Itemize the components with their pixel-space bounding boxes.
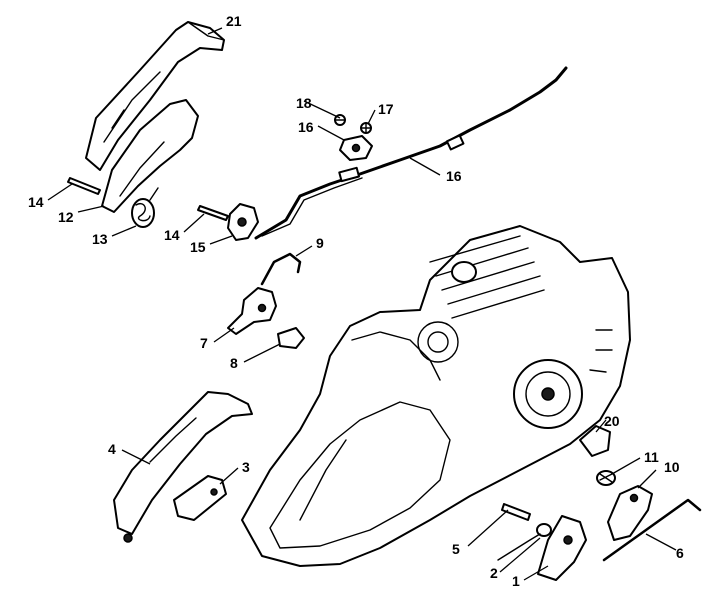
callout-7: 7 xyxy=(200,335,208,351)
callout-1: 1 xyxy=(512,573,520,589)
part-21-handle-upper xyxy=(85,21,225,171)
callout-4: 4 xyxy=(108,441,116,457)
part-16-throttle-cable xyxy=(254,66,568,240)
part-17-cable-bracket xyxy=(339,135,373,161)
part-13-spring xyxy=(131,187,159,228)
callout-labels: 21 18 17 16 16 14 12 13 14 15 9 7 8 4 3 … xyxy=(28,13,684,589)
callout-2: 2 xyxy=(490,565,498,581)
callout-14-left: 14 xyxy=(28,194,44,210)
part-20-buffer xyxy=(579,425,611,457)
part-3-bracket xyxy=(173,475,227,521)
part-14-pin-left xyxy=(67,177,101,195)
callout-17: 16 xyxy=(298,119,314,135)
part-5-pin xyxy=(501,503,531,521)
callout-16: 16 xyxy=(446,168,462,184)
part-7-throttle-trigger xyxy=(227,287,277,335)
part-12-handle-cover xyxy=(101,99,199,213)
callout-15: 15 xyxy=(190,239,206,255)
callout-12: 12 xyxy=(58,209,74,225)
callout-20: 20 xyxy=(604,413,620,429)
part-9-wire-rod xyxy=(260,252,302,286)
callout-21: 21 xyxy=(226,13,242,29)
callout-18: 17 xyxy=(378,101,394,117)
part-6-rod xyxy=(602,498,702,562)
callout-14-right: 14 xyxy=(164,227,180,243)
main-housing xyxy=(241,225,631,567)
callout-19: 18 xyxy=(296,95,312,111)
part-15-interlock-lever xyxy=(227,203,259,241)
callout-11: 11 xyxy=(644,449,659,465)
part-1-lock-lever xyxy=(537,515,587,581)
leader-lines xyxy=(47,27,677,581)
part-4-handle-lower xyxy=(113,391,253,543)
callout-9: 9 xyxy=(316,235,324,251)
callout-13: 13 xyxy=(92,231,108,247)
part-18-screw xyxy=(360,122,372,134)
part-8-clip xyxy=(277,327,305,349)
callout-10: 10 xyxy=(664,459,680,475)
callout-5: 5 xyxy=(452,541,460,557)
callout-8: 8 xyxy=(230,355,238,371)
callout-3: 3 xyxy=(242,459,250,475)
part-2-spring xyxy=(497,523,552,561)
part-11-spring xyxy=(596,470,616,486)
part-10-lever xyxy=(607,485,653,541)
part-14-pin-right xyxy=(197,205,229,221)
callout-6: 6 xyxy=(676,545,684,561)
